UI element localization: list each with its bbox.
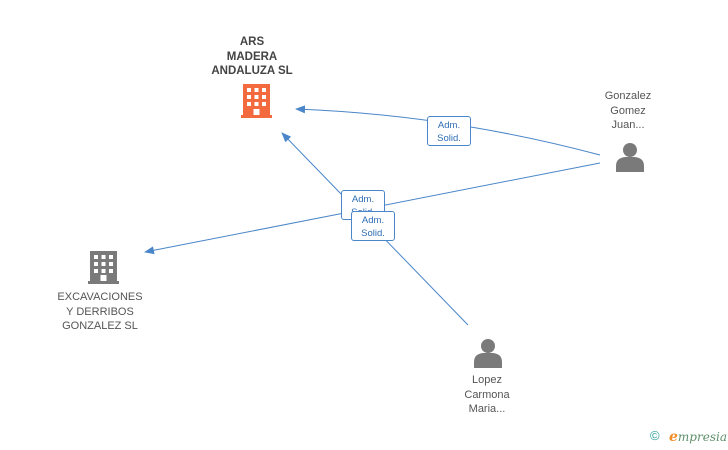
empresia-logo[interactable]: empresia: [669, 429, 727, 445]
node-label-ars[interactable]: ARS MADERA ANDALUZA SL: [211, 36, 293, 77]
edge-label-gonzalez-ars[interactable]: Adm. Solid.: [427, 116, 471, 146]
person-icon[interactable]: [474, 339, 502, 368]
node-label-excavaciones[interactable]: EXCAVACIONES Y DERRIBOS GONZALEZ SL: [57, 291, 143, 332]
building-icon[interactable]: [88, 251, 119, 284]
node-label-lopez[interactable]: Lopez Carmona Maria...: [464, 374, 510, 415]
edge-label-lopez-ars[interactable]: Adm. Solid.: [351, 211, 395, 241]
person-icon[interactable]: [616, 143, 644, 172]
node-label-gonzalez[interactable]: Gonzalez Gomez Juan...: [604, 90, 652, 131]
copyright-symbol: ©: [650, 428, 660, 443]
building-icon[interactable]: [241, 84, 272, 118]
